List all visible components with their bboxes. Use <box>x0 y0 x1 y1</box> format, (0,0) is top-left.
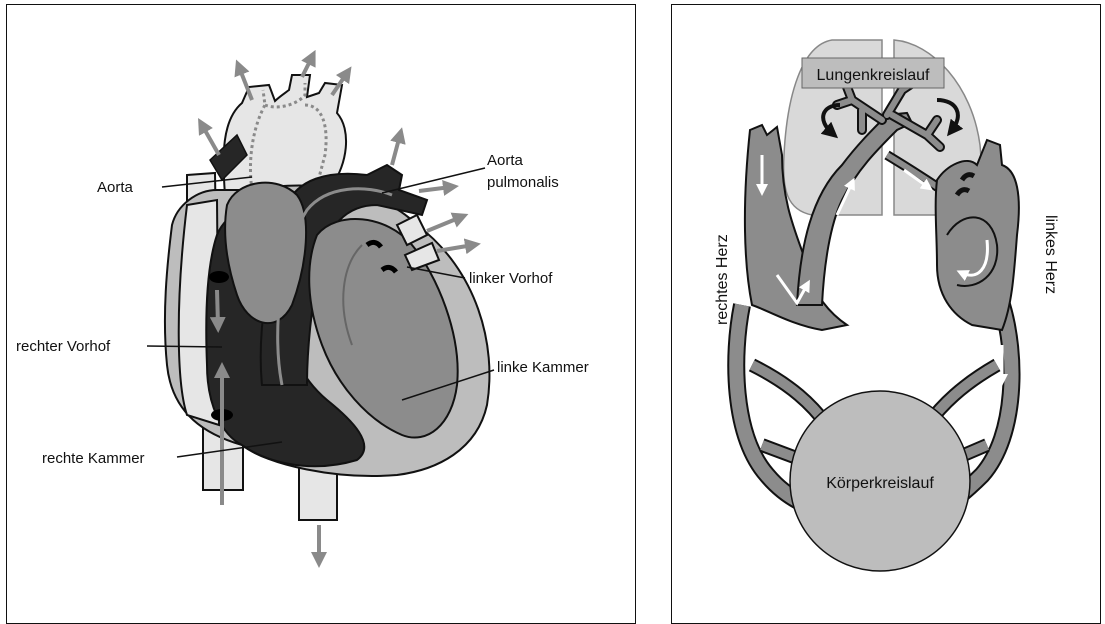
valve-upper-left <box>209 271 229 283</box>
heart-anatomy-diagram: Aorta Aorta pulmonalis linker Vorhof rec… <box>7 5 637 611</box>
label-rechtes-herz: rechtes Herz <box>714 234 731 325</box>
circulation-diagram: Lungenkreislauf Körperkreislauf rechtes … <box>672 5 1102 611</box>
circulation-panel: Lungenkreislauf Körperkreislauf rechtes … <box>671 4 1101 624</box>
label-linkes-herz: linkes Herz <box>1042 215 1059 294</box>
label-aorta-pulmonalis-2: pulmonalis <box>487 174 559 191</box>
heart-anatomy-panel: Aorta Aorta pulmonalis linker Vorhof rec… <box>6 4 636 624</box>
label-koerperkreislauf: Körperkreislauf <box>826 475 934 492</box>
label-linke-kammer: linke Kammer <box>497 359 589 376</box>
label-aorta: Aorta <box>97 179 134 196</box>
label-linker-vorhof: linker Vorhof <box>469 270 553 287</box>
label-rechte-kammer: rechte Kammer <box>42 450 145 467</box>
label-aorta-pulmonalis-1: Aorta <box>487 152 524 169</box>
label-rechter-vorhof: rechter Vorhof <box>16 338 111 355</box>
label-lungenkreislauf: Lungenkreislauf <box>817 67 931 84</box>
